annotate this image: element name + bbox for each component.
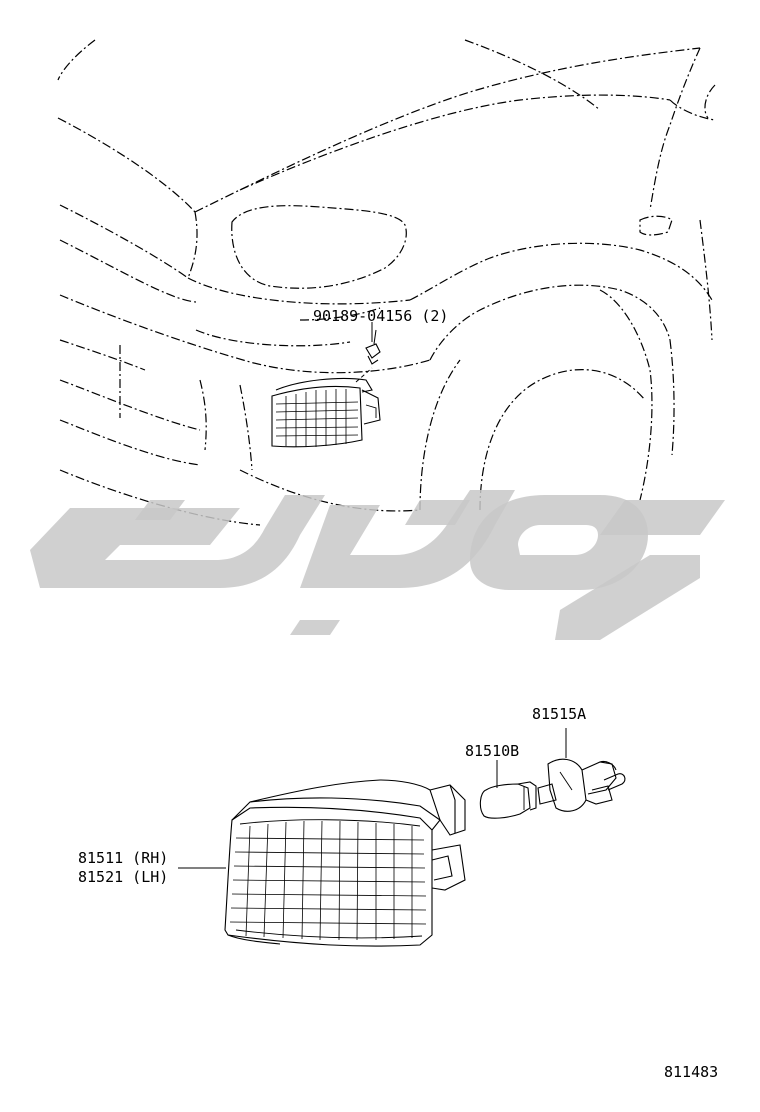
callout-fastener: 90189-04156 (2): [313, 307, 448, 325]
callout-lamp-lh: 81521 (LH): [78, 868, 168, 886]
watermark-logo: [30, 490, 725, 640]
socket-part: [537, 728, 626, 812]
callout-socket: 81515A: [532, 705, 586, 723]
callout-lamp-rh: 81511 (RH): [78, 849, 168, 867]
fastener-part: [365, 329, 381, 365]
vehicle-body-outline: [57, 39, 716, 526]
lamp-on-vehicle-grid: [275, 389, 359, 447]
lamp-assembly: [178, 779, 466, 947]
illustration-number: 811483: [664, 1063, 718, 1081]
bulb-part: [479, 760, 537, 819]
lamp-on-vehicle: [271, 367, 381, 448]
callout-bulb: 81510B: [465, 742, 519, 760]
lamp-lens-grid: [229, 820, 427, 941]
